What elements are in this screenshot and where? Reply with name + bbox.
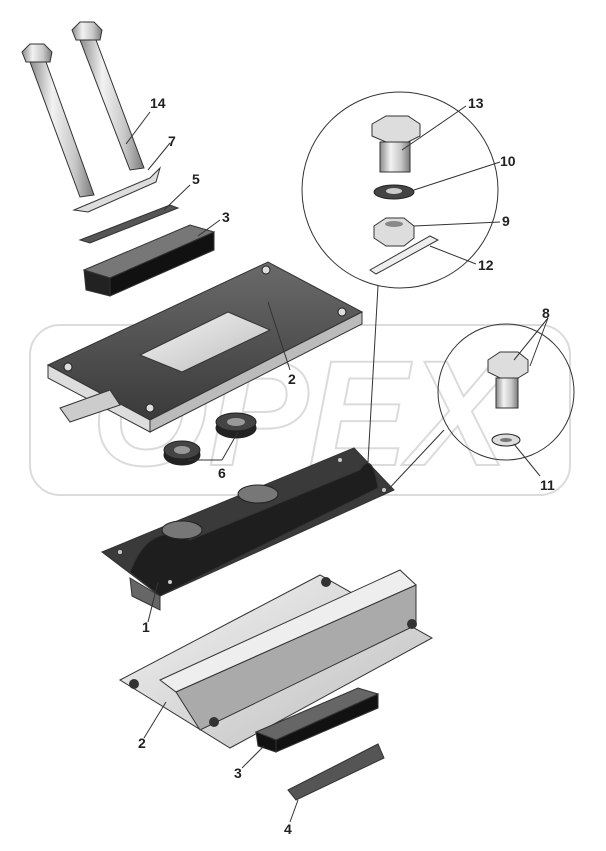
lock-plate — [72, 166, 162, 213]
shim-lower — [287, 743, 385, 801]
callout-12: 12 — [478, 257, 494, 273]
long-bolts — [21, 21, 145, 198]
callout-13: 13 — [468, 95, 484, 111]
detail-circle-bolt — [383, 323, 575, 495]
rubber-block-lower — [254, 687, 380, 753]
upper-bracket-plate — [46, 261, 364, 433]
callout-10: 10 — [500, 153, 516, 169]
callout-4: 4 — [284, 821, 292, 837]
callout-2-bottom: 2 — [138, 735, 146, 751]
callout-11: 11 — [540, 477, 555, 493]
mount-body — [101, 447, 395, 611]
callout-3-top: 3 — [222, 209, 230, 225]
callout-7: 7 — [168, 133, 176, 149]
shim-upper — [78, 204, 180, 244]
callout-2-top: 2 — [288, 371, 296, 387]
callout-1: 1 — [142, 619, 150, 635]
callout-14: 14 — [150, 95, 166, 111]
callout-6: 6 — [218, 465, 226, 481]
callout-9: 9 — [502, 213, 510, 229]
callout-8: 8 — [542, 305, 550, 321]
callout-leaders — [125, 105, 549, 823]
callout-5: 5 — [192, 171, 200, 187]
rubber-block-upper — [82, 224, 216, 297]
callout-3-bottom: 3 — [234, 765, 242, 781]
lower-bracket — [118, 569, 434, 749]
callout-labels: 14 7 5 3 2 6 1 2 3 4 13 10 9 12 8 11 — [138, 95, 555, 837]
